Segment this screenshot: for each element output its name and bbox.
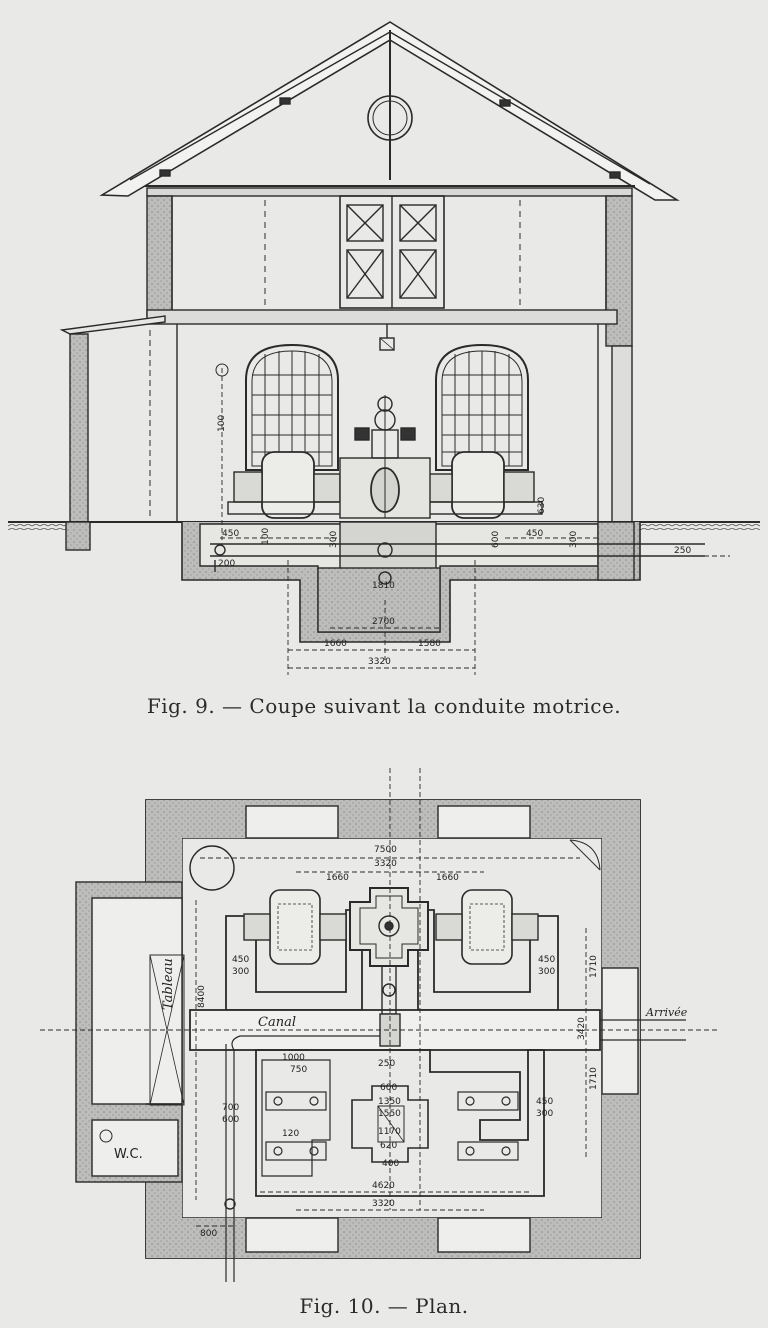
dim-100-b: 100 xyxy=(261,528,271,545)
dim-600-c: 600 xyxy=(380,1083,397,1093)
dim-100-a: 100 xyxy=(217,415,227,432)
dim-700: 700 xyxy=(222,1103,239,1113)
label-tableau: Tableau xyxy=(161,958,176,1010)
lower-channel xyxy=(255,1049,545,1197)
ceiling-lamp xyxy=(379,324,395,351)
dim-750: 750 xyxy=(290,1065,307,1075)
dim-300-r: 300 xyxy=(538,967,555,977)
discharge-pipe xyxy=(210,542,705,585)
roof xyxy=(99,21,680,201)
dim-4620: 4620 xyxy=(372,1181,395,1191)
plan-dynamo-right xyxy=(435,889,539,965)
dim-1660-b: 1660 xyxy=(436,873,459,883)
round-pit xyxy=(189,845,235,891)
turbine-center xyxy=(339,395,431,519)
dim-200: 200 xyxy=(218,559,235,569)
dim-3320: 3320 xyxy=(368,657,391,667)
section-drawing xyxy=(8,21,760,675)
dim-1660-a: 1660 xyxy=(326,873,349,883)
dim-450: 450 xyxy=(222,529,239,539)
dim-3320-top: 3320 xyxy=(374,859,397,869)
plan-dimension-labels: 7500 3320 1660 1660 450 300 450 300 1710… xyxy=(197,845,599,1239)
dim-8400: 8400 xyxy=(197,985,207,1008)
dim-450-r: 450 xyxy=(538,955,555,965)
label-canal: Canal xyxy=(258,1015,296,1030)
dim-300-l: 300 xyxy=(232,967,249,977)
arched-window-left xyxy=(245,343,339,471)
plan-outer-walls xyxy=(145,799,641,1259)
dim-2700: 2700 xyxy=(372,617,395,627)
section-dimension-labels: 100 100 450 300 200 1810 1660 1580 3320 … xyxy=(217,415,691,667)
dim-1580: 1580 xyxy=(418,639,441,649)
dim-3420: 3420 xyxy=(577,1017,587,1040)
dynamo-right xyxy=(421,451,543,519)
dim-450-r2: 450 xyxy=(536,1097,553,1107)
dynamo-left xyxy=(227,451,349,519)
dim-1350: 1350 xyxy=(378,1097,401,1107)
label-arrivee: Arrivée xyxy=(645,1006,688,1019)
dim-1550: 1550 xyxy=(378,1109,401,1119)
dim-620: 620 xyxy=(380,1141,397,1151)
dim-450-l: 450 xyxy=(232,955,249,965)
dim-800: 800 xyxy=(200,1229,217,1239)
dim-300-r2: 300 xyxy=(536,1109,553,1119)
label-wc: W.C. xyxy=(114,1147,143,1162)
plan-dimension-lines xyxy=(40,768,720,1227)
dim-400: 400 xyxy=(382,1159,399,1169)
plan-lower-foundation xyxy=(351,1085,429,1163)
dim-3320-bot: 3320 xyxy=(372,1199,395,1209)
dim-1710-b: 1710 xyxy=(589,1067,599,1090)
dim-450-b: 450 xyxy=(526,529,543,539)
plan-turbine xyxy=(349,887,429,1047)
dim-120: 120 xyxy=(282,1129,299,1139)
dim-250: 250 xyxy=(378,1059,395,1069)
figure-10-caption: Fig. 10. — Plan. xyxy=(299,1294,469,1318)
dim-300-b: 300 xyxy=(569,531,579,548)
plan-dynamo-left xyxy=(243,889,347,965)
dimension-lines xyxy=(220,368,730,675)
dim-600-l: 600 xyxy=(222,1115,239,1125)
dim-300-a: 300 xyxy=(329,531,339,548)
dim-7500: 7500 xyxy=(374,845,397,855)
figure-9-caption: Fig. 9. — Coupe suivant la conduite motr… xyxy=(146,694,622,718)
plan-drawing xyxy=(40,768,720,1282)
dim-1710-a: 1710 xyxy=(589,955,599,978)
dim-1000: 1000 xyxy=(282,1053,305,1063)
dim-630: 630 xyxy=(537,497,547,514)
dim-1810: 1810 xyxy=(372,581,395,591)
foundation-pit xyxy=(181,521,641,643)
dim-600: 600 xyxy=(491,531,501,548)
lean-to-shed xyxy=(59,315,166,550)
dim-1660: 1660 xyxy=(324,639,347,649)
plan-annex xyxy=(75,881,185,1183)
dim-1170: 1170 xyxy=(378,1127,401,1137)
upper-floor xyxy=(146,187,633,347)
plan-labels: Tableau Canal Arrivée W.C. xyxy=(114,958,688,1162)
bolt-plates xyxy=(265,1091,519,1161)
dim-250: 250 xyxy=(674,546,691,556)
